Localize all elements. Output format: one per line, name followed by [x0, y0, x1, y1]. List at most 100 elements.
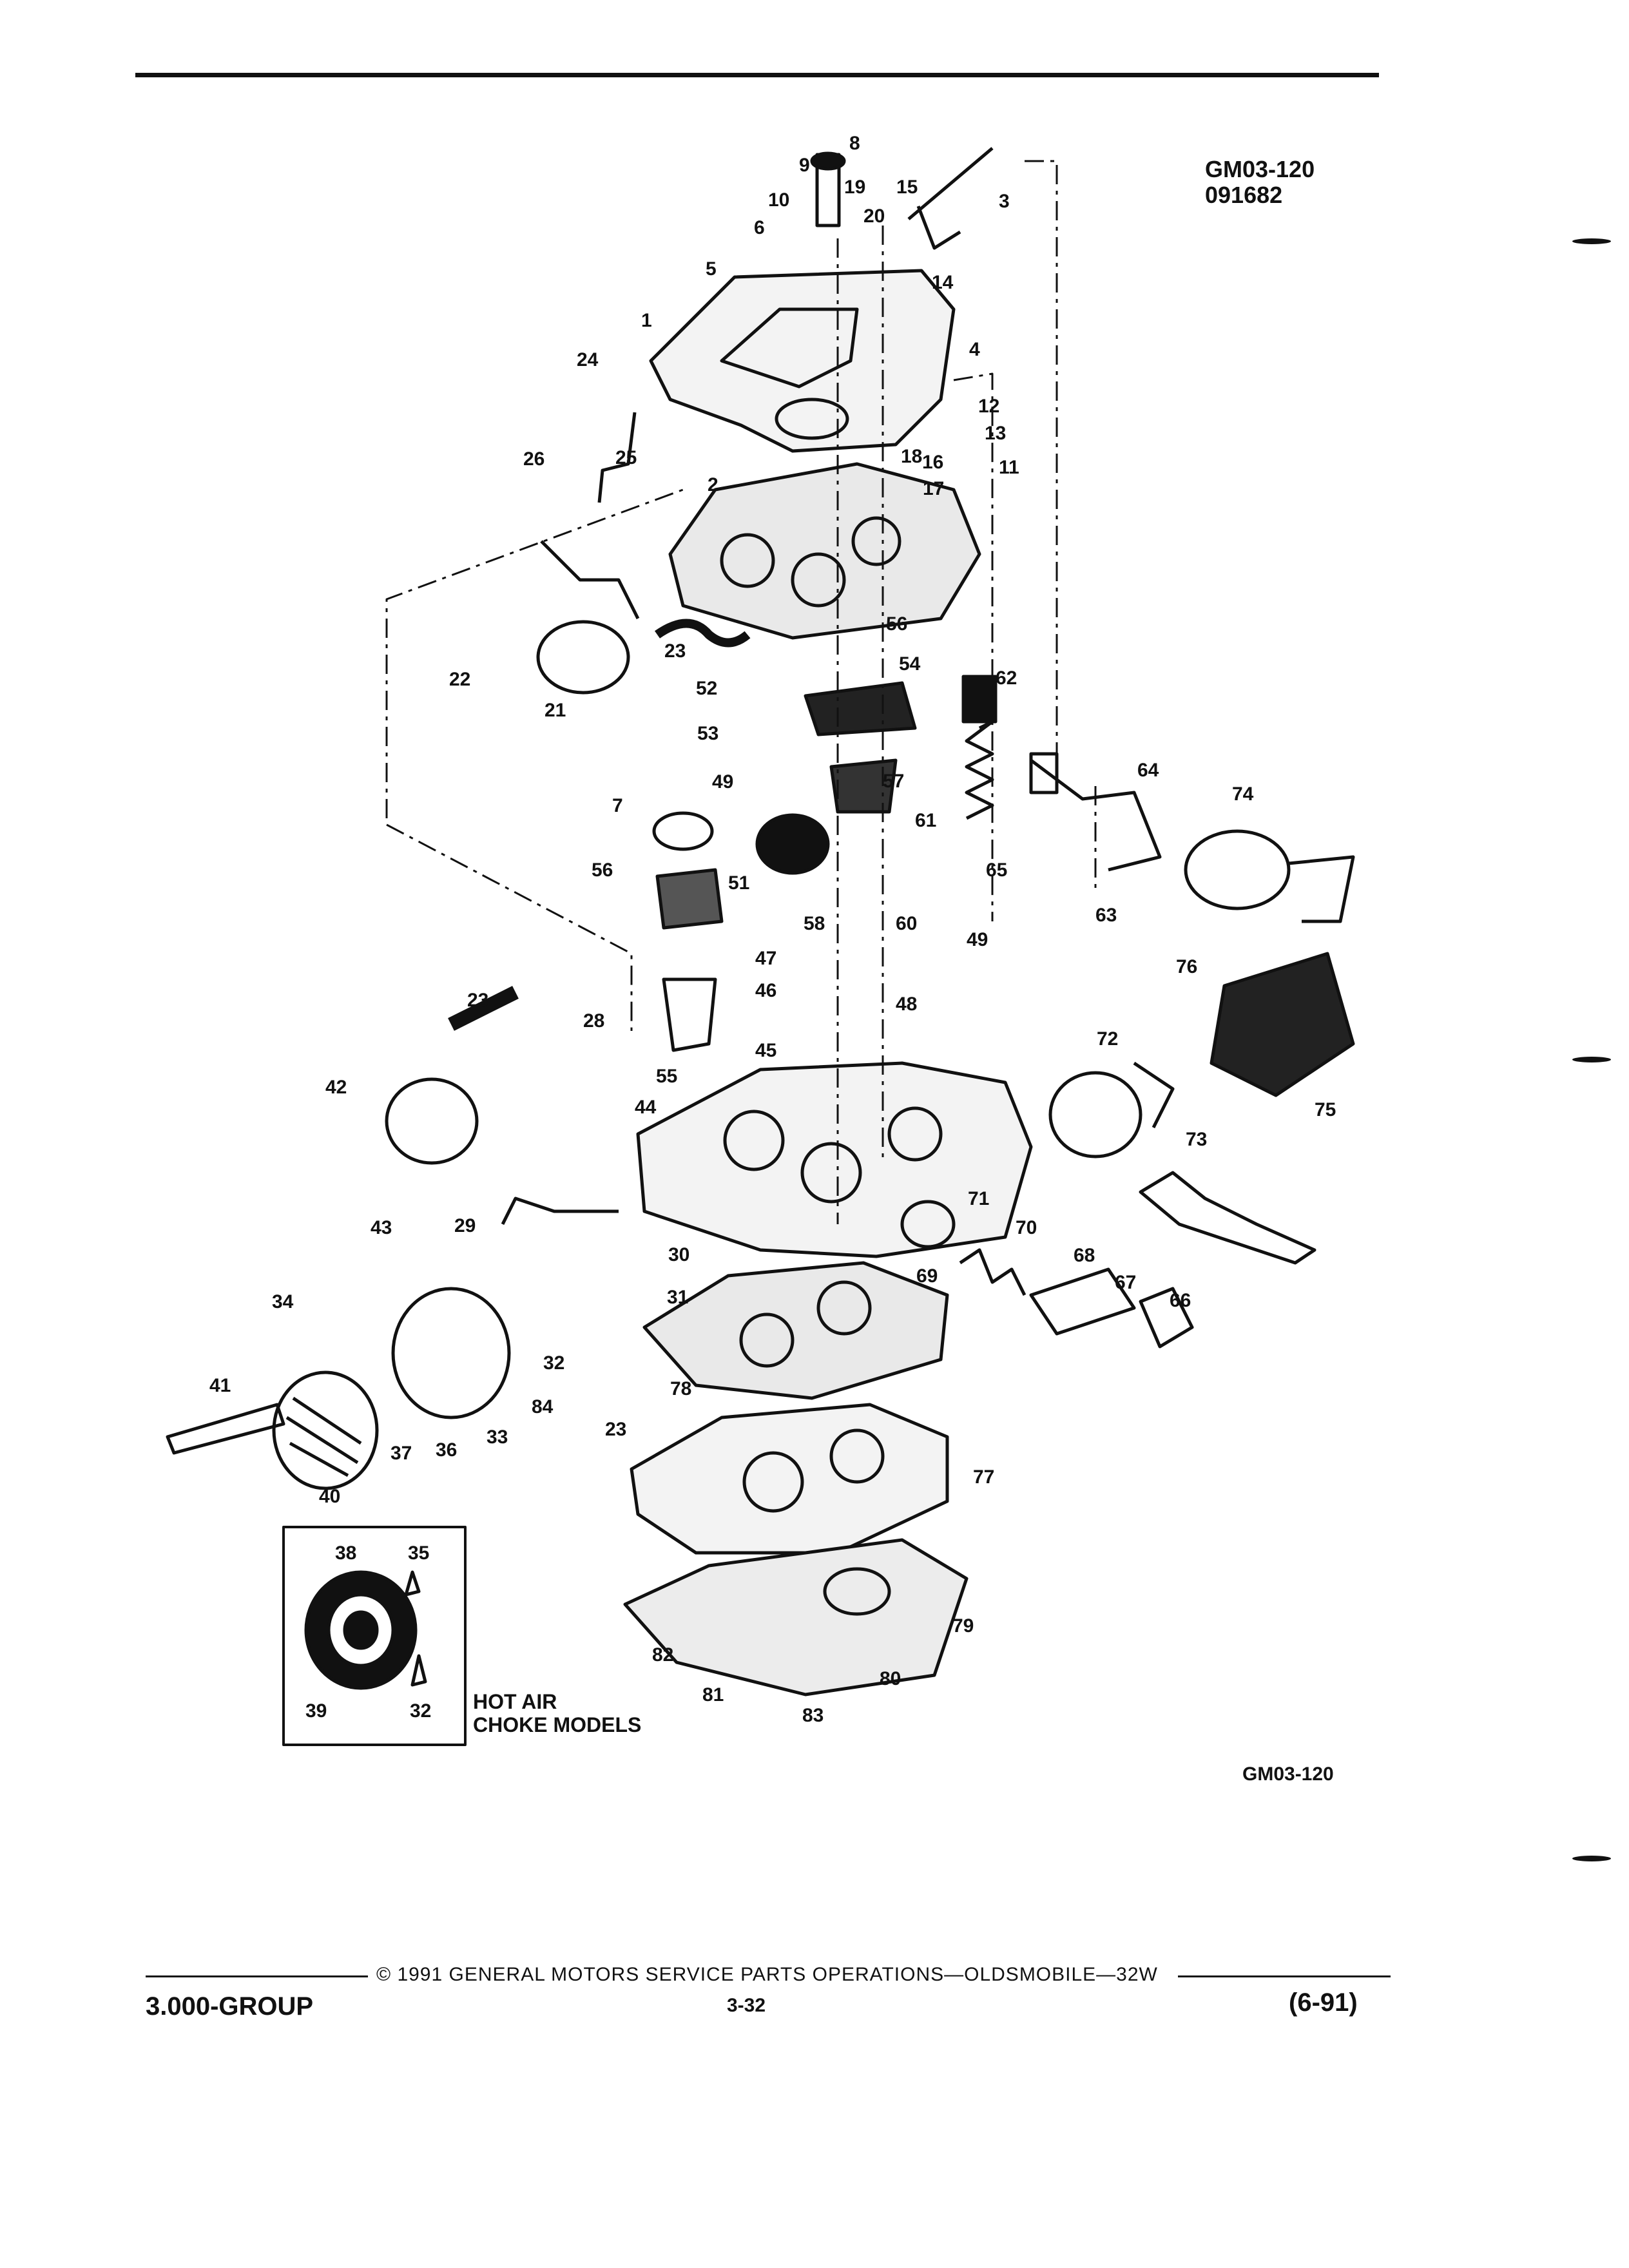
part-choke-housing [391, 1287, 511, 1419]
part-air-horn-gasket [668, 462, 981, 640]
part-throttle-body [630, 1403, 949, 1555]
callout-label: 71 [968, 1188, 989, 1209]
callout-label: 61 [915, 810, 936, 831]
callout-label: 10 [768, 189, 789, 211]
callout-label: 75 [1315, 1099, 1336, 1120]
part-vacuum-break [536, 620, 630, 695]
callout-label: 45 [755, 1040, 776, 1061]
callout-label: 68 [1074, 1245, 1095, 1266]
inset-caption: HOT AIR [473, 1690, 557, 1713]
callout-label: 58 [804, 913, 825, 934]
part-vacuum-hose [654, 619, 751, 648]
part-secondary-vacuum-break [385, 1077, 479, 1165]
part-rod [597, 412, 637, 503]
part-air-horn [649, 269, 956, 453]
callout-label: 20 [863, 206, 885, 227]
callout-label: 41 [209, 1375, 231, 1396]
callout-label: 42 [325, 1077, 347, 1098]
callout-label: 23 [664, 640, 686, 662]
callout-label: 22 [449, 669, 470, 690]
callout-label: 1 [641, 310, 652, 331]
callout-label: 39 [305, 1700, 327, 1722]
callout-label: 47 [755, 948, 776, 969]
callout-label: 30 [668, 1244, 689, 1265]
footer-rule-left [146, 1975, 368, 1977]
callout-label: 15 [896, 177, 918, 198]
callout-label: 80 [880, 1668, 901, 1689]
part-spring [959, 1248, 1027, 1296]
page-number: 3-32 [727, 1995, 766, 2016]
callout-label: 32 [543, 1352, 564, 1374]
callout-label: 31 [667, 1287, 688, 1308]
binder-mark [1572, 1057, 1611, 1062]
callout-label: 49 [967, 929, 988, 950]
callout-label: 33 [487, 1427, 508, 1448]
part-float-cap [652, 811, 714, 851]
callout-label: 7 [612, 795, 623, 816]
callout-label: 55 [656, 1066, 677, 1087]
callout-label: 37 [390, 1443, 412, 1464]
callout-label: 21 [545, 700, 566, 721]
part-wire-harness [1030, 759, 1162, 872]
callout-label: 77 [973, 1466, 994, 1488]
part-float-bowl [636, 1061, 1033, 1258]
callout-label: 23 [605, 1419, 626, 1440]
callout-label: 43 [371, 1217, 392, 1238]
part-flange-gasket [623, 1538, 969, 1696]
copyright-line: © 1991 GENERAL MOTORS SERVICE PARTS OPER… [376, 1964, 1158, 1985]
part-pump-lever [907, 147, 994, 250]
callout-label: 57 [883, 771, 904, 792]
part-throttle-body-gasket [642, 1261, 949, 1400]
part-solenoid [755, 813, 830, 875]
callout-label: 65 [986, 860, 1007, 881]
callout-label: 72 [1097, 1028, 1118, 1050]
part-choke-coil-lead [166, 1403, 285, 1455]
callout-label: 29 [454, 1215, 476, 1236]
callout-label: 54 [899, 653, 921, 675]
part-float-bowl-insert [662, 977, 717, 1052]
part-choke-link [501, 1196, 619, 1225]
callout-label: 62 [996, 668, 1017, 689]
group-label: 3.000-GROUP [146, 1992, 314, 2021]
callout-label: 18 [901, 446, 922, 467]
callout-label: 8 [849, 133, 860, 154]
part-throttle-position-sensor [1048, 1071, 1142, 1158]
callout-label: 9 [799, 155, 810, 176]
callout-label: 70 [1016, 1217, 1037, 1238]
top-rule [135, 73, 1379, 77]
callout-label: 36 [436, 1439, 457, 1461]
callout-label: 32 [410, 1700, 431, 1722]
callout-label: 63 [1095, 905, 1117, 926]
callout-label: 73 [1186, 1129, 1207, 1150]
callout-label: 28 [583, 1010, 604, 1032]
callout-label: 11 [999, 457, 1019, 478]
part-float [655, 868, 724, 930]
callout-label: 19 [844, 177, 865, 198]
callout-label: 4 [969, 339, 980, 360]
part-thermostatic-cover [272, 1370, 379, 1490]
callout-label: 82 [652, 1644, 673, 1666]
part-power-piston-bracket [804, 681, 917, 736]
part-idle-load-compensator [1210, 952, 1355, 1097]
callout-label: 34 [272, 1291, 294, 1312]
callout-label: 46 [755, 980, 776, 1001]
figure-date: 091682 [1205, 182, 1283, 208]
callout-label: 51 [728, 872, 749, 894]
callout-label: 12 [978, 396, 999, 417]
inset-frame [282, 1526, 467, 1746]
callout-label: 69 [916, 1265, 938, 1287]
callout-label: 38 [335, 1542, 356, 1564]
callout-label: 6 [754, 217, 765, 238]
revision-date: (6-91) [1289, 1988, 1358, 2017]
figure-id-bottom: GM03-120 [1242, 1763, 1334, 1785]
callout-label: 64 [1137, 760, 1159, 781]
callout-label: 74 [1232, 783, 1254, 805]
callout-label: 25 [615, 447, 637, 468]
callout-label: 40 [319, 1486, 340, 1507]
callout-label: 84 [532, 1396, 554, 1418]
callout-label: 35 [408, 1542, 429, 1564]
part-bracket [1139, 1171, 1316, 1265]
callout-label: 44 [635, 1097, 657, 1118]
callout-label: 13 [985, 423, 1006, 444]
